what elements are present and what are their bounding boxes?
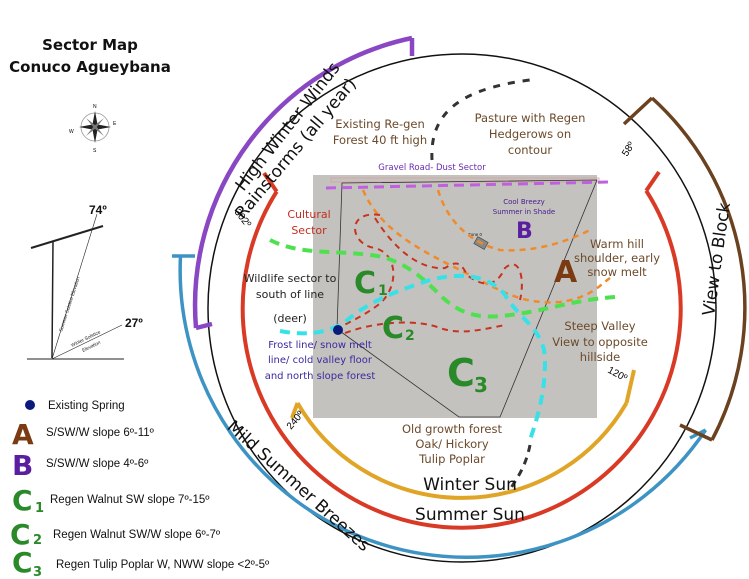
steep-valley-label-3: hillside: [580, 350, 620, 364]
spring-dot-icon: [25, 400, 35, 410]
old-growth-label-2: Oak/ Hickory: [415, 437, 488, 451]
map-labels: Existing Re-gen Forest 40 ft high Pastur…: [244, 111, 661, 466]
compass-rose-icon: N E S W: [69, 104, 117, 154]
compass-e: E: [113, 121, 117, 127]
legend-a-symbol: A: [12, 418, 34, 451]
zone-b-marker: B: [516, 219, 533, 244]
existing-regen-label-1: Existing Re-gen: [335, 117, 425, 131]
cultural-label-2: Sector: [291, 224, 327, 237]
existing-spring-marker: [333, 325, 343, 335]
wildlife-line: [269, 238, 616, 319]
wildlife-label-2: south of line: [256, 288, 324, 301]
legend-c2: Regen Walnut SW/W slope 6º-7º: [53, 529, 221, 541]
view-to-block-label: View to Block: [699, 201, 735, 317]
warm-hill-label-2: shoulder, early: [574, 251, 660, 265]
degree-58: 58º: [620, 140, 637, 159]
solar-elevation-diagram: 74º 27º Summer Solstice Elevation Winter…: [27, 203, 143, 360]
zone-c3-marker: C: [447, 351, 475, 395]
mild-summer-breezes-label: Mild Summer Breezes: [223, 417, 374, 556]
legend-a: S/SW/W slope 6º-11º: [46, 427, 155, 439]
zone-a-marker: A: [554, 255, 578, 290]
old-growth-boundary: [508, 444, 532, 491]
zone0-label: Zone 0: [468, 232, 483, 237]
winter-winds-arc: [192, 35, 413, 329]
winter-sun-arc: [240, 189, 683, 530]
summer-angle: 74º: [89, 203, 107, 217]
pasture-label-3: contour: [508, 143, 552, 157]
property-boundary: [336, 179, 598, 418]
winter-sun-label: Winter Sun: [423, 475, 517, 495]
legend: Existing Spring A S/SW/W slope 6º-11º B …: [10, 400, 270, 579]
degree-120: 120º: [606, 365, 629, 384]
aerial-map: Zone 0: [269, 78, 616, 491]
steep-valley-label-2: View to opposite: [552, 335, 648, 349]
legend-c3: Regen Tulip Poplar W, NWW slope <2º-5º: [56, 559, 270, 571]
cultural-sector-lines: [337, 213, 523, 334]
cultural-label-1: Cultural: [287, 208, 330, 221]
winter-angle: 27º: [125, 316, 143, 330]
zone-c2-sub: 2: [405, 328, 415, 344]
sector-rings: [172, 35, 747, 563]
cool-breezy-label-1: Cool Breezy: [503, 198, 545, 206]
zone-c1-marker: C: [354, 266, 376, 301]
view-to-block-arc: [650, 96, 747, 441]
zone-c2-marker: C: [382, 311, 404, 346]
legend-b-symbol: B: [12, 449, 33, 482]
frost-label-2: line/ cold valley floor: [268, 355, 373, 366]
frost-label-1: Frost line/ snow melt: [268, 340, 372, 351]
summer-sun-label: Summer Sun: [415, 505, 525, 525]
legend-c3-sub: 3: [33, 565, 42, 579]
old-growth-label-1: Old growth forest: [402, 422, 502, 436]
old-growth-label-3: Tulip Poplar: [418, 452, 485, 466]
frost-label-3: and north slope forest: [265, 371, 376, 382]
legend-c1: Regen Walnut SW slope 7º-15º: [50, 494, 210, 506]
compass-w: W: [69, 129, 74, 135]
wildlife-label-3: (deer): [273, 312, 307, 325]
pasture-label-1: Pasture with Regen: [475, 111, 586, 125]
wildlife-label-1: Wildlife sector to: [244, 272, 337, 285]
zone-c1-sub: 1: [378, 283, 388, 299]
legend-c1-symbol: C: [12, 484, 33, 517]
title-line1: Sector Map: [42, 36, 138, 54]
pasture-label-2: Hedgerows on: [489, 127, 571, 141]
summer-sun-inner-arc: [295, 401, 629, 500]
legend-b: S/SW/W slope 4º-6º: [46, 458, 149, 470]
warm-hill-label-1: Warm hill: [590, 237, 644, 251]
steep-valley-label-1: Steep Valley: [564, 319, 635, 333]
compass-s: S: [93, 148, 97, 154]
legend-c2-sub: 2: [33, 533, 42, 548]
legend-c2-symbol: C: [10, 518, 31, 551]
legend-c1-sub: 1: [35, 501, 44, 516]
legend-c3-symbol: C: [12, 546, 33, 579]
existing-regen-label-2: Forest 40 ft high: [333, 133, 427, 147]
property-circle: [207, 53, 717, 563]
legend-spring: Existing Spring: [48, 400, 125, 412]
title-line2: Conuco Agueybana: [9, 58, 171, 76]
orange-contour-lines: [361, 189, 611, 304]
gravel-road-label: Gravel Road- Dust Sector: [378, 163, 486, 173]
compass-n: N: [93, 104, 97, 110]
summer-solstice-label: Summer Solstice Elevation: [58, 276, 82, 333]
cool-breezy-label-2: Summer in Shade: [493, 208, 555, 216]
zone-c3-sub: 3: [474, 373, 488, 397]
frost-line: [279, 273, 548, 441]
summer-breeze-arc: [178, 255, 708, 560]
warm-hill-label-3: snow melt: [587, 265, 647, 279]
